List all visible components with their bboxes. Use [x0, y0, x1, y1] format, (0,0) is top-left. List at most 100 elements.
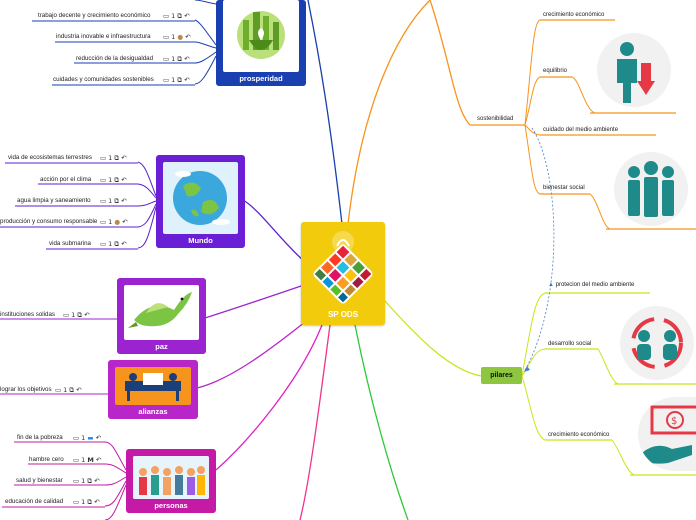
comment-icon: ▭	[100, 176, 107, 184]
undo-icon: ↶	[121, 154, 127, 162]
undo-icon: ↶	[95, 456, 102, 464]
comment-icon: ▭	[163, 33, 170, 41]
comment-icon: ▭	[73, 498, 80, 506]
category-label: prosperidad	[239, 74, 283, 83]
leaf-meta[interactable]: ▭1 ⧉ ↶	[100, 240, 127, 248]
comment-icon: ▭	[63, 311, 70, 319]
undo-icon: ↶	[184, 12, 190, 20]
leaf-item[interactable]: industria inovable e infraestructura	[56, 33, 151, 40]
water-icon: ▲	[548, 282, 554, 288]
leaf-meta[interactable]: ▭1 ⧉ ↶	[73, 477, 100, 485]
comment-icon: ▭	[100, 218, 107, 226]
leaf-meta[interactable]: ▭1 ⧉ ↶	[100, 176, 127, 184]
node-equilibrio[interactable]: equilibrio	[543, 68, 568, 74]
gmail-icon: M	[87, 456, 94, 464]
comment-icon: ▭	[55, 386, 62, 394]
undo-icon: ↶	[121, 240, 127, 248]
node-crecimiento-economico-2[interactable]: crecimiento económico	[548, 432, 610, 438]
leaf-meta[interactable]: ▭1 ▬ ↶	[73, 434, 102, 442]
link-icon: ⧉	[177, 55, 183, 63]
sticker-icon: ●	[114, 218, 121, 226]
leaf-item[interactable]: salud y bienestar	[16, 477, 63, 484]
leaf-meta[interactable]: ▭1 ⧉ ↶	[100, 197, 127, 205]
dove-image	[124, 285, 199, 340]
leaf-meta[interactable]: ▭1 ⧉ ↶	[163, 76, 190, 84]
leaf-meta[interactable]: ▭1 ● ↶	[100, 218, 128, 226]
comment-icon: ▭	[73, 456, 80, 464]
category-prosperidad[interactable]: prosperidad	[216, 0, 306, 86]
leaf-item[interactable]: educación de calidad	[5, 498, 64, 505]
node-crecimiento-economico[interactable]: crecimiento económico	[543, 12, 605, 18]
undo-icon: ↶	[184, 76, 190, 84]
undo-icon: ↶	[122, 218, 128, 226]
leaf-meta[interactable]: ▭1 ● ↶	[163, 33, 191, 41]
leaf-meta[interactable]: ▭1 ⧉ ↶	[63, 311, 90, 319]
leaf-item[interactable]: agua limpia y saneamiento	[17, 197, 91, 204]
node-desarrollo-social[interactable]: desarrollo social	[548, 341, 592, 347]
link-icon: ⧉	[87, 498, 93, 506]
undo-icon: ↶	[84, 311, 90, 319]
leaf-item[interactable]: vida submarina	[49, 240, 91, 247]
category-alianzas[interactable]: alianzas	[108, 360, 198, 419]
leaf-item[interactable]: instituciones solidas	[0, 311, 56, 318]
leaf-meta[interactable]: ▭1 ⧉ ↶	[55, 386, 82, 394]
category-label: alianzas	[138, 407, 168, 416]
comment-icon: ▭	[163, 55, 170, 63]
comment-icon: ▭	[100, 240, 107, 248]
comment-icon: ▭	[73, 434, 80, 442]
undo-icon: ↶	[94, 477, 100, 485]
node-pilares[interactable]: pilares	[481, 367, 522, 384]
alliance-image	[115, 367, 191, 405]
leaf-item[interactable]: cuidades y comunidades sostenibles	[53, 76, 154, 83]
link-icon: ⧉	[87, 477, 93, 485]
sustainability-city-image	[223, 0, 299, 72]
leaf-item[interactable]: lograr los objetivos	[0, 386, 52, 393]
comment-icon: ▭	[163, 12, 170, 20]
category-paz[interactable]: paz	[117, 278, 206, 354]
leaf-meta[interactable]: ▭1 ⧉ ↶	[100, 154, 127, 162]
undo-icon: ↶	[94, 498, 100, 506]
team-image	[614, 152, 688, 226]
svg-text:$: $	[671, 416, 677, 427]
leaf-item[interactable]: reducción de la desigualdad	[76, 55, 154, 62]
category-personas[interactable]: personas	[126, 449, 216, 513]
category-label: personas	[154, 501, 188, 510]
comment-icon: ▭	[100, 154, 107, 162]
node-proteccion-medio-ambiente[interactable]: ▲ protecion del medio ambiente	[548, 282, 635, 288]
undo-icon: ↶	[184, 55, 190, 63]
leaf-item[interactable]: trabajo decente y crecimiento económico	[38, 12, 151, 19]
central-node[interactable]: SP ODS	[301, 222, 385, 325]
sdg-logo-icon	[313, 231, 373, 304]
link-icon: ⧉	[114, 240, 120, 248]
undo-icon: ↶	[121, 176, 127, 184]
link-icon: ⧉	[177, 12, 183, 20]
undo-icon: ↶	[121, 197, 127, 205]
node-sostenibilidad[interactable]: sostenibilidad	[477, 116, 514, 122]
node-cuidado-medio-ambiente[interactable]: cuidado del medio ambiente	[543, 127, 619, 133]
globe-image	[163, 162, 238, 234]
leaf-item[interactable]: hambre cero	[29, 456, 64, 463]
undo-icon: ↶	[95, 434, 102, 442]
leaf-item[interactable]: acción por el clima	[40, 176, 92, 183]
leaf-meta[interactable]: ▭1 ⧉ ↶	[73, 498, 100, 506]
leaf-item[interactable]: producción y consumo responsable	[0, 218, 98, 225]
link-icon: ⧉	[177, 76, 183, 84]
leaf-meta[interactable]: ▭1 ⧉ ↶	[163, 55, 190, 63]
sticker-icon: ●	[177, 33, 184, 41]
economic-growth-image: $	[638, 397, 696, 471]
leaf-meta[interactable]: ▭1 M ↶	[73, 456, 102, 464]
category-mundo[interactable]: Mundo	[156, 155, 245, 248]
central-node-label: SP ODS	[327, 310, 359, 319]
link-icon: ⧉	[69, 386, 75, 394]
leaf-item[interactable]: vida de ecosistemas terrestres	[8, 154, 92, 161]
social-development-image	[620, 306, 694, 380]
business-person-image	[597, 33, 671, 107]
leaf-item[interactable]: fin de la pobreza	[17, 434, 63, 441]
leaf-meta[interactable]: ▭1 ⧉ ↶	[163, 12, 190, 20]
link-icon: ⧉	[114, 176, 120, 184]
comment-icon: ▭	[163, 76, 170, 84]
people-image	[133, 456, 209, 499]
comment-icon: ▭	[100, 197, 107, 205]
node-bienestar-social[interactable]: bienestar social	[543, 185, 585, 191]
